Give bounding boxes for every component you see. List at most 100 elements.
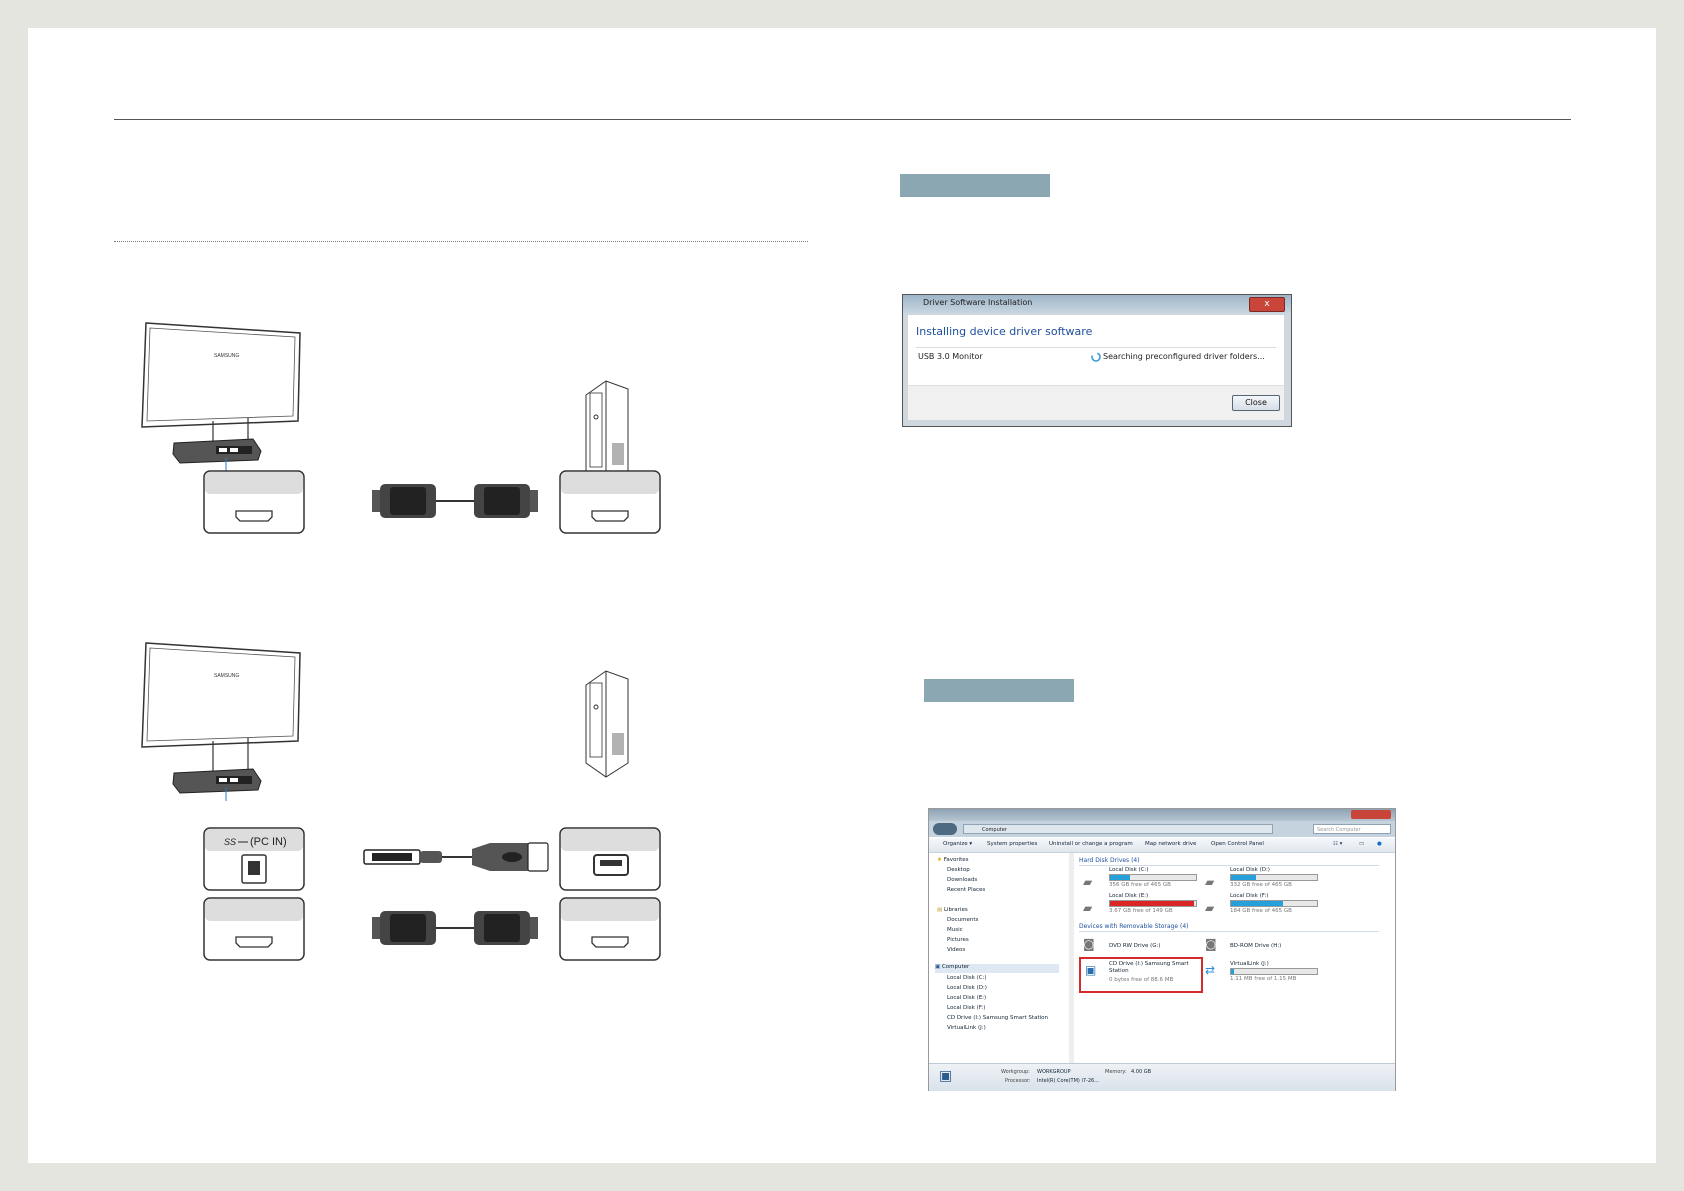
pc-tower-illustration-2 (585, 670, 629, 778)
processor-value: Intel(R) Core(TM) i7-26... (1037, 1078, 1099, 1084)
explorer-status-bar: ▣ Workgroup: WORKGROUP Memory: 4.00 GB P… (929, 1063, 1395, 1091)
dialog-title: Driver Software Installation (923, 298, 1033, 307)
drive-c-usage-bar (1109, 874, 1197, 881)
nav-recent-places[interactable]: Recent Places (947, 887, 986, 893)
nav-favorites[interactable]: ★ Favorites (937, 857, 969, 863)
back-forward-icon[interactable] (933, 823, 957, 835)
explorer-toolbar: Organize ▾ System properties Uninstall o… (929, 838, 1395, 853)
pc-hdmi-port-box (559, 470, 661, 534)
nav-cd-drive[interactable]: CD Drive (I:) Samsung Smart Station (947, 1015, 1048, 1021)
workgroup-value: WORKGROUP (1037, 1069, 1071, 1075)
explorer-content: Hard Disk Drives (4) ▰ Local Disk (C:) 3… (1075, 853, 1393, 1063)
drive-e-usage-bar (1109, 900, 1197, 907)
spinner-icon (1091, 352, 1101, 362)
drive-d-name[interactable]: Local Disk (D:) (1230, 867, 1270, 873)
virtuallink-free: 1.11 MB free of 1.15 MB (1230, 976, 1297, 982)
dialog-close-icon[interactable]: x (1249, 297, 1285, 312)
computer-status-icon: ▣ (939, 1068, 953, 1084)
bd-drive-icon: ◙ (1205, 937, 1217, 951)
star-icon: ★ (937, 857, 942, 863)
nav-pictures[interactable]: Pictures (947, 937, 969, 943)
cd-drive-highlight[interactable] (1079, 957, 1203, 993)
removable-divider (1079, 931, 1379, 932)
monitor-hdmi-port-box (203, 470, 305, 534)
dialog-device-name: USB 3.0 Monitor (918, 352, 983, 361)
hdmi-cable (372, 484, 538, 518)
drive-e-free: 3.67 GB free of 149 GB (1109, 908, 1173, 914)
drive-f-free: 184 GB free of 465 GB (1230, 908, 1292, 914)
nav-computer[interactable]: ▣ Computer (935, 964, 1059, 973)
top-rule (114, 119, 1571, 120)
dialog-close-button[interactable]: Close (1232, 395, 1280, 411)
dialog-titlebar: Driver Software Installation x (903, 295, 1291, 313)
nav-disk-f[interactable]: Local Disk (F:) (947, 1005, 986, 1011)
toolbar-uninstall[interactable]: Uninstall or change a program (1049, 841, 1133, 847)
hdmi-connection-diagram: SAMSUNG (141, 322, 661, 534)
hard-drive-icon-d: ▰ (1205, 875, 1215, 889)
pc-hdmi-port-box-2 (559, 897, 661, 961)
dialog-body: Installing device driver software USB 3.… (908, 315, 1284, 420)
memory-label: Memory: (1105, 1069, 1127, 1075)
monitor-hdmi-port-box-2 (203, 897, 305, 961)
drive-f-name[interactable]: Local Disk (F:) (1230, 893, 1269, 899)
cd-drive-icon: ▣ (1085, 963, 1097, 977)
help-icon[interactable]: ● (1377, 841, 1382, 847)
monitor-usb-port-box: SS (PC IN) (203, 827, 305, 891)
usb-cable (363, 842, 549, 872)
hard-drive-icon-e: ▰ (1083, 901, 1093, 915)
usb-hdmi-connection-diagram: SAMSUNG SS (PC IN) (141, 642, 661, 961)
dialog-separator (916, 347, 1276, 348)
dvd-drive-name[interactable]: DVD RW Drive (G:) (1109, 943, 1161, 949)
drive-e-name[interactable]: Local Disk (E:) (1109, 893, 1149, 899)
address-input[interactable]: Computer (963, 824, 1273, 834)
dialog-heading: Installing device driver software (916, 325, 1093, 338)
drive-c-free: 356 GB free of 465 GB (1109, 882, 1171, 888)
drive-d-usage-bar (1230, 874, 1318, 881)
hard-drive-icon-f: ▰ (1205, 901, 1215, 915)
section-divider (114, 241, 808, 242)
nav-disk-d[interactable]: Local Disk (D:) (947, 985, 987, 991)
processor-label: Processor: (1005, 1078, 1031, 1084)
nav-disk-e[interactable]: Local Disk (E:) (947, 995, 987, 1001)
drive-c-name[interactable]: Local Disk (C:) (1109, 867, 1149, 873)
monitor-illustration: SAMSUNG (141, 322, 301, 471)
nav-disk-c[interactable]: Local Disk (C:) (947, 975, 987, 981)
cd-drive-name[interactable]: CD Drive (I:) Samsung Smart Station (1109, 961, 1189, 974)
virtuallink-usage-bar (1230, 968, 1318, 975)
toolbar-map-drive[interactable]: Map network drive (1145, 841, 1197, 847)
removable-section-header: Devices with Removable Storage (4) (1079, 923, 1189, 930)
workgroup-label: Workgroup: (1001, 1069, 1030, 1075)
usb-port-label: (PC IN) (250, 836, 287, 848)
nav-documents[interactable]: Documents (947, 917, 979, 923)
nav-music[interactable]: Music (947, 927, 963, 933)
dialog-status-text: Searching preconfigured driver folders..… (1103, 352, 1265, 361)
explorer-window: Computer Search Computer Organize ▾ Syst… (928, 808, 1396, 1091)
hard-drive-icon: ▰ (1083, 875, 1093, 889)
nav-scrollbar[interactable] (1069, 853, 1074, 1063)
hdd-section-header: Hard Disk Drives (4) (1079, 857, 1140, 864)
toolbar-control-panel[interactable]: Open Control Panel (1211, 841, 1264, 847)
window-controls-icon[interactable] (1351, 810, 1391, 819)
navigation-pane: ★ Favorites Desktop Downloads Recent Pla… (929, 853, 1069, 1063)
toolbar-system-properties[interactable]: System properties (987, 841, 1038, 847)
cd-drive-free: 0 bytes free of 88.6 MB (1109, 977, 1174, 983)
view-options-icon[interactable]: ☷ ▾ (1333, 841, 1343, 847)
nav-desktop[interactable]: Desktop (947, 867, 970, 873)
search-input[interactable]: Search Computer (1313, 824, 1391, 834)
nav-virtuallink[interactable]: VirtualLink (J:) (947, 1025, 986, 1031)
preview-pane-icon[interactable]: ▭ (1359, 841, 1365, 847)
computer-icon: ▣ (935, 964, 941, 970)
hdd-divider (1079, 865, 1379, 866)
hdmi-cable-2 (372, 911, 538, 945)
virtuallink-icon: ⇄ (1205, 963, 1216, 977)
driver-install-dialog: Driver Software Installation x Installin… (902, 294, 1292, 427)
virtuallink-name[interactable]: VirtualLink (J:) (1230, 961, 1269, 967)
nav-downloads[interactable]: Downloads (947, 877, 978, 883)
usb-ss-logo: SS (224, 837, 236, 847)
drive-f-usage-bar (1230, 900, 1318, 907)
nav-libraries[interactable]: ▤ Libraries (937, 907, 968, 913)
dialog-footer: Close (908, 385, 1284, 420)
toolbar-organize[interactable]: Organize ▾ (943, 841, 973, 847)
nav-videos[interactable]: Videos (947, 947, 966, 953)
bd-drive-name[interactable]: BD-ROM Drive (H:) (1230, 943, 1282, 949)
